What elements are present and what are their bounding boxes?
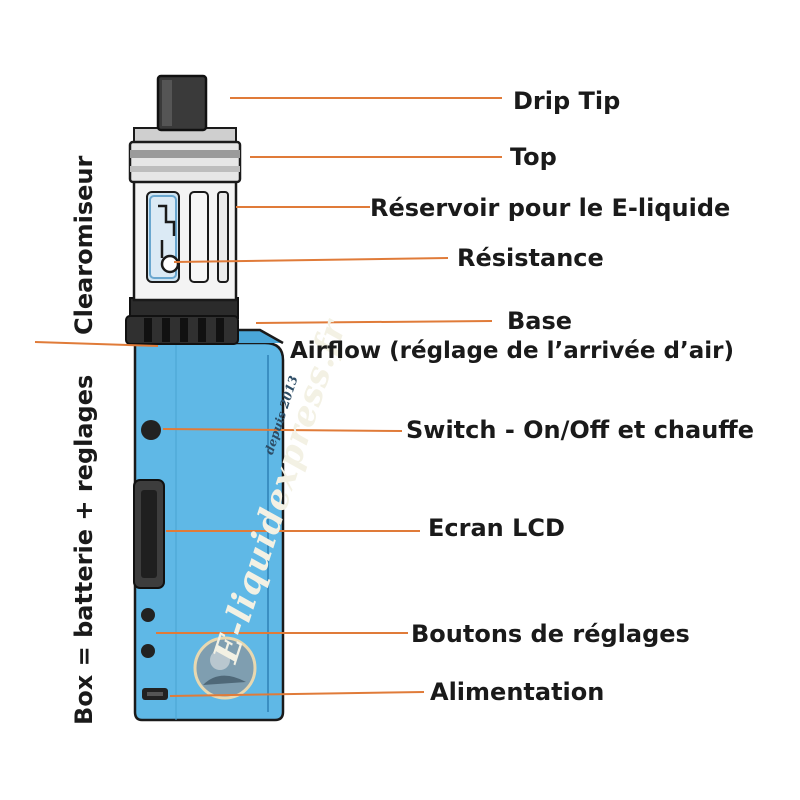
label-drip-tip: Drip Tip [513, 87, 621, 115]
coil [160, 254, 180, 274]
glass-tank [132, 178, 238, 302]
label-clearomiseur: Clearomiseur [70, 155, 98, 335]
atomizer-base [125, 297, 239, 345]
fire-switch [141, 420, 161, 440]
label-alimentation: Alimentation [430, 678, 605, 706]
label-ecran: Ecran LCD [428, 514, 565, 542]
label-resistance: Résistance [457, 244, 604, 272]
top-cap [128, 127, 242, 184]
drip-tip [156, 74, 208, 132]
label-boutons: Boutons de réglages [411, 620, 690, 648]
label-switch: Switch - On/Off et chauffe [406, 416, 755, 444]
label-base: Base [507, 307, 573, 335]
label-box: Box = batterie + reglages [70, 374, 98, 725]
adjust-button-down [141, 644, 155, 658]
leader-lines [34, 97, 502, 697]
label-airflow: Airflow (réglage de l’arrivée d’air) [290, 338, 734, 364]
label-top: Top [510, 143, 557, 171]
label-reservoir: Réservoir pour le E-liquide [370, 194, 731, 222]
adjust-button-up [141, 608, 155, 622]
